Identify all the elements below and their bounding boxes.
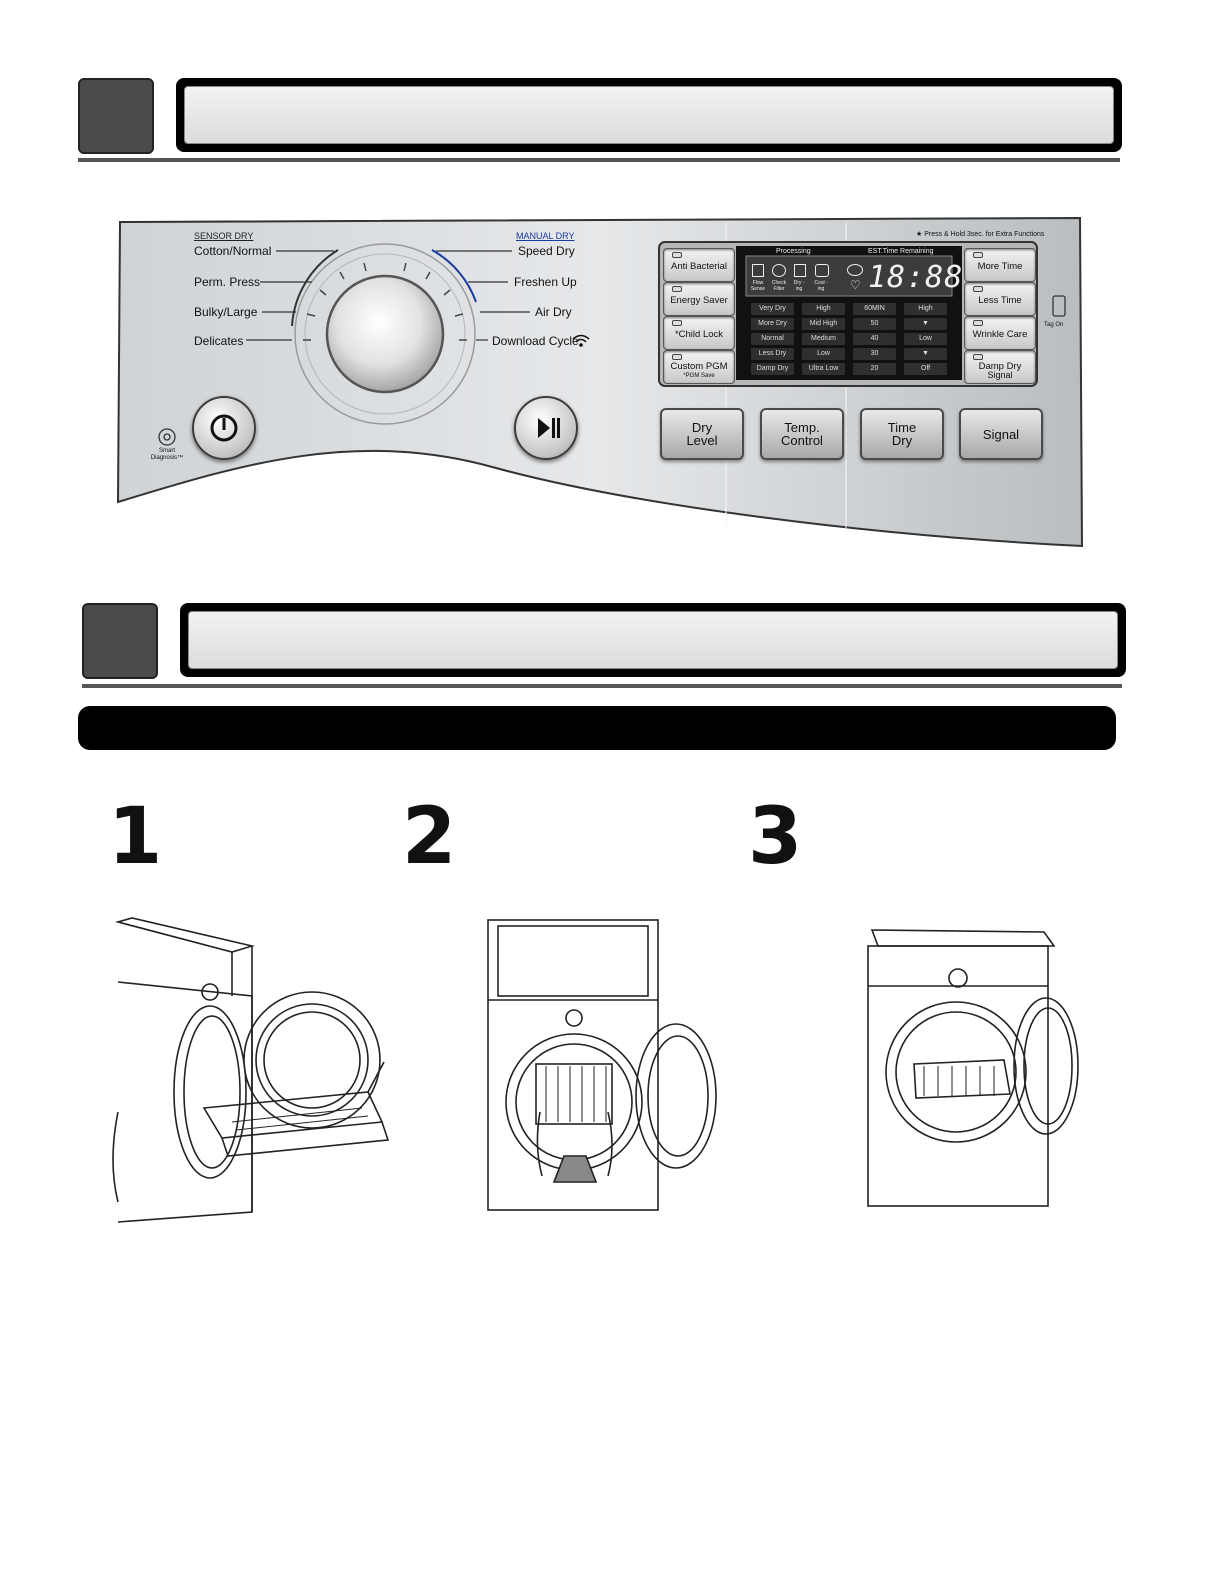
cycle-speed-dry[interactable]: Speed Dry bbox=[518, 244, 575, 258]
start-pause-button[interactable] bbox=[514, 396, 578, 460]
time-60: 60MIN bbox=[852, 302, 897, 316]
cycle-perm-press[interactable]: Perm. Press bbox=[194, 275, 261, 289]
manual-dry-header: MANUAL DRY bbox=[516, 231, 575, 241]
drying-icon-label: Dry -ing bbox=[793, 280, 805, 292]
anti-bacterial-button[interactable]: Anti Bacterial bbox=[663, 248, 735, 282]
wifi-icon bbox=[572, 334, 590, 347]
section-2-title-bar bbox=[180, 603, 1126, 677]
tag-on-label: Tag On bbox=[1044, 322, 1064, 328]
check-filter-icon-label: Check Filter bbox=[771, 280, 787, 292]
signal-down-arrow-2: ▼ bbox=[903, 347, 948, 361]
signal-high: High bbox=[903, 302, 948, 316]
signal-low: Low bbox=[903, 332, 948, 346]
processing-label: Processing bbox=[776, 248, 811, 255]
temp-low: Low bbox=[801, 347, 846, 361]
cycle-freshen-up[interactable]: Freshen Up bbox=[514, 275, 577, 289]
dry-level-normal: Normal bbox=[750, 332, 795, 346]
flow-sense-icon-label: Flow Sense bbox=[750, 280, 766, 292]
cycle-selector-knob[interactable] bbox=[327, 276, 443, 392]
temp-ultra-low: Ultra Low bbox=[801, 362, 846, 376]
subsection-band bbox=[78, 706, 1116, 750]
cycle-cotton-normal[interactable]: Cotton/Normal bbox=[194, 244, 272, 258]
smart-diagnosis-icon bbox=[158, 428, 176, 446]
step-number-3: 3 bbox=[748, 792, 803, 882]
step-number-1: 1 bbox=[108, 792, 163, 882]
temp-medium: Medium bbox=[801, 332, 846, 346]
play-pause-icon bbox=[538, 418, 560, 438]
section-1-rule bbox=[78, 158, 1120, 162]
power-button[interactable] bbox=[192, 396, 256, 460]
temp-high: High bbox=[801, 302, 846, 316]
less-time-button[interactable]: Less Time bbox=[964, 282, 1036, 316]
section-2-rule bbox=[82, 684, 1122, 688]
dryer-control-panel: SENSOR DRY MANUAL DRY ★ Press & Hold 3se… bbox=[116, 216, 1084, 548]
dry-level-damp-dry: Damp Dry bbox=[750, 362, 795, 376]
signal-off: Off bbox=[903, 362, 948, 376]
laundry-icon bbox=[847, 264, 863, 276]
smart-diagnosis-label: Smart Diagnosis™ bbox=[150, 448, 184, 461]
child-lock-button[interactable]: *Child Lock bbox=[663, 316, 735, 350]
energy-saver-button[interactable]: Energy Saver bbox=[663, 282, 735, 316]
temp-mid-high: Mid High bbox=[801, 317, 846, 331]
time-40: 40 bbox=[852, 332, 897, 346]
signal-button[interactable]: Signal bbox=[959, 408, 1043, 460]
step-number-2: 2 bbox=[402, 792, 457, 882]
section-1-title-bar bbox=[176, 78, 1122, 152]
step-1-illustration bbox=[112, 917, 390, 1223]
tag-on-icon bbox=[1052, 295, 1066, 317]
more-time-button[interactable]: More Time bbox=[964, 248, 1036, 282]
power-icon bbox=[210, 414, 238, 442]
time-readout: 18:88 bbox=[868, 260, 964, 295]
step-3-illustration bbox=[867, 929, 1079, 1207]
signal-down-arrow-1: ▼ bbox=[903, 317, 948, 331]
sensor-dry-header: SENSOR DRY bbox=[194, 231, 254, 241]
section-1-marker bbox=[78, 78, 154, 154]
cycle-bulky-large[interactable]: Bulky/Large bbox=[194, 305, 258, 319]
temp-control-button[interactable]: Temp.Control bbox=[760, 408, 844, 460]
extra-functions-note: ★ Press & Hold 3sec. for Extra Functions bbox=[916, 231, 1045, 238]
custom-pgm-button[interactable]: Custom PGM*PGM Save bbox=[663, 350, 735, 384]
time-50: 50 bbox=[852, 317, 897, 331]
heart-icon: ♡ bbox=[850, 278, 861, 292]
section-2-marker bbox=[82, 603, 158, 679]
wrinkle-care-button[interactable]: Wrinkle Care bbox=[964, 316, 1036, 350]
time-20: 20 bbox=[852, 362, 897, 376]
cycle-download-cycle[interactable]: Download Cycle bbox=[492, 334, 579, 348]
cycle-air-dry[interactable]: Air Dry bbox=[535, 305, 572, 319]
cycle-delicates[interactable]: Delicates bbox=[194, 334, 244, 348]
cooling-icon-label: Cool -ing bbox=[814, 280, 828, 292]
dry-level-less-dry: Less Dry bbox=[750, 347, 795, 361]
time-30: 30 bbox=[852, 347, 897, 361]
dry-level-very-dry: Very Dry bbox=[750, 302, 795, 316]
dry-level-more-dry: More Dry bbox=[750, 317, 795, 331]
step-2-illustration bbox=[487, 919, 717, 1211]
status-icon-glyphs bbox=[752, 264, 832, 278]
est-time-label: EST.Time Remaining bbox=[868, 248, 934, 255]
